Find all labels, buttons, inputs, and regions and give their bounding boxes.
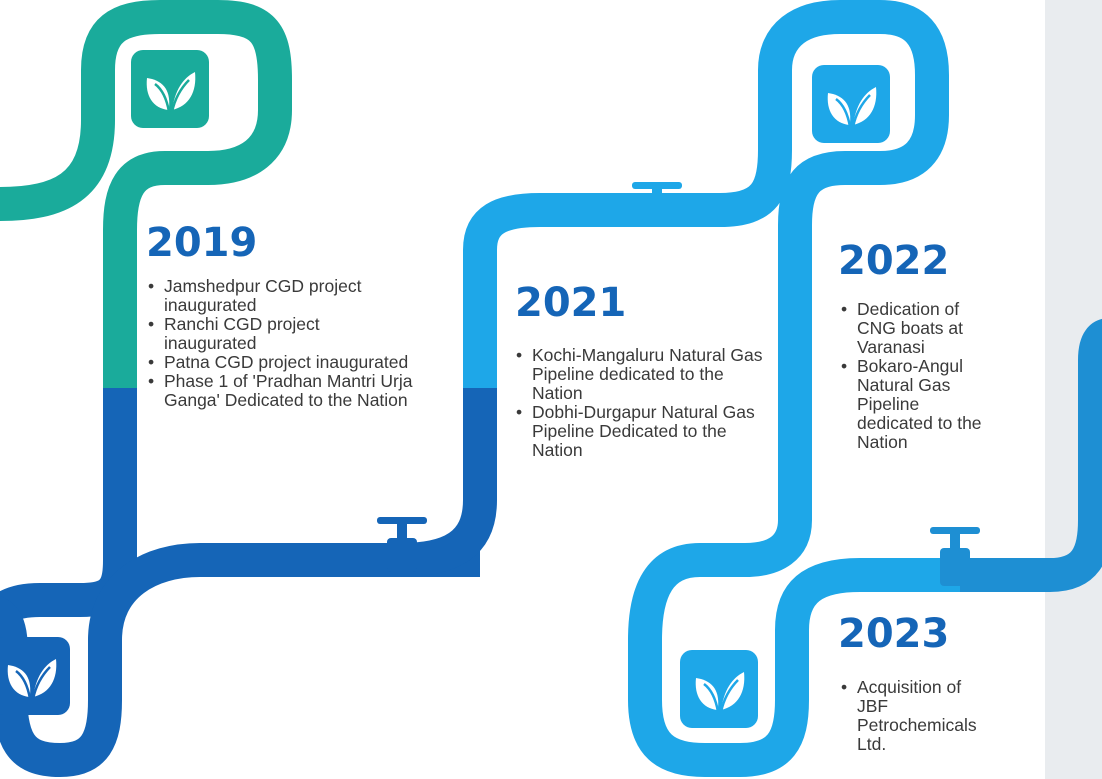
pipe-segment-vertical-teal <box>103 95 292 388</box>
leaf-icon-graphic <box>146 72 196 113</box>
milestone-list-2022: Dedication of CNG boats at Varanasi Boka… <box>835 300 1015 452</box>
list-item: Ranchi CGD project inaugurated <box>142 315 447 353</box>
pipe-segment-middle-rise-blue <box>200 388 497 577</box>
leaf-icon <box>680 650 758 728</box>
list-item: Dobhi-Durgapur Natural Gas Pipeline Dedi… <box>510 403 772 460</box>
leaf-icon <box>812 65 890 143</box>
pipe-segment-top-right-arch <box>660 0 949 398</box>
list-item: Bokaro-Angul Natural Gas Pipeline dedica… <box>835 357 1015 452</box>
leaf-icon-graphic <box>827 87 877 128</box>
list-item: Acquisition of JBF Petrochemicals Ltd. <box>835 678 1005 754</box>
list-item: Phase 1 of 'Pradhan Mantri Urja Ganga' D… <box>142 372 447 410</box>
milestone-year-2019: 2019 <box>146 220 258 266</box>
pipe-segment-middle-rise-light <box>463 193 660 388</box>
milestone-year-2022: 2022 <box>838 238 950 284</box>
valve-icon <box>377 517 427 572</box>
list-item: Kochi-Mangaluru Natural Gas Pipeline ded… <box>510 346 772 403</box>
milestone-year-2023: 2023 <box>838 611 950 657</box>
leaf-icon-graphic <box>695 672 745 713</box>
valve-icon <box>930 527 980 586</box>
leaf-icon <box>0 637 70 715</box>
milestone-list-2023: Acquisition of JBF Petrochemicals Ltd. <box>835 678 1005 754</box>
list-item: Dedication of CNG boats at Varanasi <box>835 300 1015 357</box>
pipe-segment-teal <box>0 0 292 221</box>
milestone-list-2019: Jamshedpur CGD project inaugurated Ranch… <box>142 277 447 410</box>
valve-icon <box>632 182 682 223</box>
leaf-icon <box>131 50 209 128</box>
list-item: Patna CGD project inaugurated <box>142 353 447 373</box>
list-item: Jamshedpur CGD project inaugurated <box>142 277 447 315</box>
leaf-icon-graphic <box>7 659 57 700</box>
milestone-year-2021: 2021 <box>515 280 627 326</box>
pipe-segment-right-descent <box>628 398 960 777</box>
milestone-list-2021: Kochi-Mangaluru Natural Gas Pipeline ded… <box>510 346 772 460</box>
